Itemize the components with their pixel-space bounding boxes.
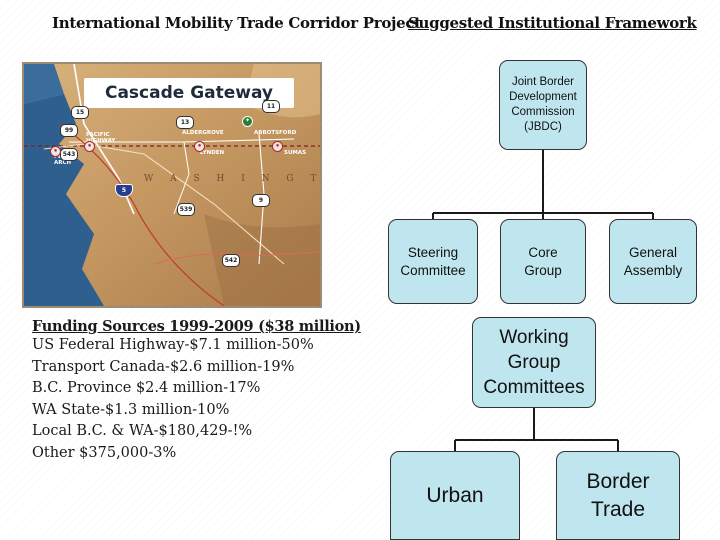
project-title: International Mobility Trade Corridor Pr…: [52, 14, 421, 32]
route-99-shield: 99: [60, 124, 78, 137]
jbdc-label: (JBDC): [524, 121, 562, 133]
route-539-shield: 539: [177, 203, 195, 216]
label-sumas: SUMAS: [284, 150, 307, 156]
steering-label: Committee: [400, 262, 466, 278]
working-group-committees-box: Working Group Committees: [472, 317, 596, 408]
border-trade-label: Trade: [590, 497, 646, 521]
label-abbotsford: ABBOTSFORD: [254, 130, 297, 136]
funding-line: Local B.C. & WA-$180,429-!%: [32, 423, 253, 439]
funding-line: US Federal Highway-$7.1 million-50%: [32, 337, 314, 353]
funding-sources: Funding Sources 1999-2009 ($38 million) …: [32, 318, 362, 464]
steering-committee-box: Steering Committee: [388, 219, 478, 304]
funding-line: WA State-$1.3 million-10%: [32, 401, 230, 418]
map-title: Cascade Gateway: [84, 78, 294, 108]
core-label: Group: [524, 262, 562, 278]
funding-title: Funding Sources 1999-2009 ($38 million): [32, 318, 361, 335]
working-label: Committees: [483, 377, 585, 398]
jbdc-label: Development: [509, 91, 577, 103]
border-crossing-icon: ●: [84, 141, 95, 152]
funding-line: Other $375,000-3%: [32, 444, 177, 461]
core-group-box: Core Group: [500, 219, 586, 304]
route-15-shield: 15: [71, 106, 89, 119]
route-542-shield: 542: [222, 254, 240, 267]
border-crossing-icon: ●: [194, 141, 205, 152]
border-trade-box: Border Trade: [556, 451, 680, 540]
border-crossing-icon: ●: [272, 141, 283, 152]
route-11-shield: 11: [262, 100, 280, 113]
framework-title: Suggested Institutional Framework: [408, 14, 697, 32]
route-543-shield: 543: [60, 148, 78, 161]
cascade-gateway-map: Cascade Gateway W A S H I N G T O N PACI…: [22, 62, 322, 308]
general-label: General: [628, 244, 677, 260]
jbdc-box: Joint Border Development Commission (JBD…: [499, 60, 587, 150]
general-assembly-box: General Assembly: [609, 219, 697, 304]
urban-box: Urban: [390, 451, 520, 540]
border-crossing-icon: ●: [50, 146, 61, 157]
funding-line: Transport Canada-$2.6 million-19%: [32, 358, 295, 375]
route-9-shield: 9: [252, 194, 270, 207]
urban-label: Urban: [426, 483, 484, 507]
working-label: Group: [507, 352, 561, 373]
route-13-shield: 13: [176, 116, 194, 129]
jbdc-label: Joint Border: [511, 76, 574, 88]
core-label: Core: [528, 244, 558, 260]
label-lynden: LYNDEN: [200, 150, 225, 156]
jbdc-label: Commission: [511, 106, 575, 118]
working-label: Working: [499, 327, 569, 348]
park-icon: ✦: [242, 116, 253, 127]
general-label: Assembly: [623, 262, 683, 278]
map-state-label: W A S H I N G T O N: [144, 174, 320, 184]
interstate-5-shield: 5: [115, 184, 133, 197]
funding-line: B.C. Province $2.4 million-17%: [32, 380, 261, 396]
border-trade-label: Border: [586, 469, 650, 493]
steering-label: Steering: [407, 244, 459, 260]
label-aldergrove: ALDERGROVE: [182, 130, 224, 136]
label-pacific-highway: PACIFIC HIGHWAY: [86, 132, 116, 144]
